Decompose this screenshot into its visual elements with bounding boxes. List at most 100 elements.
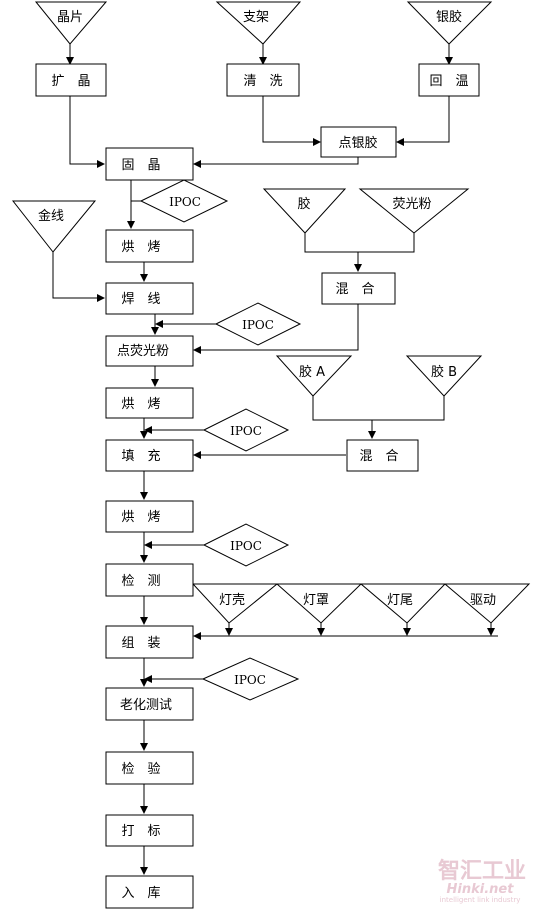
step-box bbox=[105, 387, 194, 419]
step-box bbox=[105, 282, 194, 315]
ipoc-label: IPOC bbox=[242, 318, 274, 332]
step-clean: 清 洗 bbox=[226, 63, 300, 97]
material-label: 银胶 bbox=[436, 9, 462, 25]
triangle-shape bbox=[405, 355, 483, 397]
step-label: 组 装 bbox=[121, 636, 160, 651]
step-label: 烘 烤 bbox=[121, 397, 160, 412]
step-store: 入 库 bbox=[105, 875, 194, 909]
step-rewarm: 回 温 bbox=[418, 63, 480, 97]
step-test: 检 测 bbox=[105, 563, 194, 597]
mix2-merge bbox=[312, 396, 445, 421]
material-label: 金线 bbox=[38, 208, 64, 224]
material-glue: 胶 bbox=[262, 188, 347, 234]
triangle-shape bbox=[359, 583, 447, 624]
material-label: 胶 B bbox=[431, 364, 457, 380]
step-bake-3: 烘 烤 bbox=[105, 500, 194, 533]
step-label: 清 洗 bbox=[243, 74, 282, 89]
step-mark: 打 标 bbox=[105, 814, 194, 847]
triangle-shape bbox=[191, 583, 279, 624]
ipoc-label: IPOC bbox=[169, 195, 201, 209]
step-box bbox=[105, 439, 194, 472]
material-lamp-shell: 灯壳 bbox=[191, 583, 279, 624]
step-box bbox=[105, 500, 194, 533]
step-box bbox=[105, 229, 194, 263]
step-label: 点荧光粉 bbox=[117, 344, 169, 359]
watermark-site: Hinki.net bbox=[447, 882, 515, 897]
arrow-mix1-to-phosphor bbox=[193, 304, 359, 354]
step-box bbox=[105, 687, 194, 721]
diamond-shape bbox=[202, 523, 290, 567]
ipoc-label: IPOC bbox=[230, 539, 262, 553]
step-label: 固 晶 bbox=[121, 158, 160, 173]
triangle-shape bbox=[406, 1, 493, 45]
step-mix-1: 混 合 bbox=[321, 272, 396, 305]
material-label: 驱动 bbox=[470, 593, 496, 608]
arrow-goldwire-to-wirebond bbox=[52, 252, 105, 302]
diamond-shape bbox=[202, 408, 290, 452]
material-wafer: 晶片 bbox=[34, 1, 108, 45]
triangle-shape bbox=[275, 355, 353, 397]
material-glue-a: 胶 A bbox=[275, 355, 353, 397]
material-label: 支架 bbox=[243, 10, 269, 25]
step-wire-bond: 焊 线 bbox=[105, 282, 194, 315]
step-label: 扩 晶 bbox=[51, 74, 90, 89]
step-label: 混 合 bbox=[359, 449, 398, 464]
step-label: 混 合 bbox=[335, 282, 374, 297]
step-expand: 扩 晶 bbox=[35, 63, 107, 97]
step-box bbox=[320, 126, 397, 158]
material-lamp-tail: 灯尾 bbox=[359, 583, 447, 624]
step-box bbox=[226, 63, 300, 97]
step-label: 检 验 bbox=[121, 761, 160, 777]
step-box bbox=[105, 563, 194, 597]
ipoc-label: IPOC bbox=[230, 424, 262, 438]
material-label: 荧光粉 bbox=[392, 197, 431, 212]
step-label: 填 充 bbox=[121, 448, 160, 464]
connectors bbox=[52, 44, 498, 875]
step-label: 老化测试 bbox=[120, 698, 172, 713]
step-label: 点银胶 bbox=[338, 135, 377, 151]
watermark-logo: 智汇工业 Hinki.net intelligent link industry bbox=[438, 858, 526, 904]
arrow-expand-to-diebond bbox=[69, 96, 105, 168]
material-lamp-cover: 灯罩 bbox=[275, 583, 363, 624]
arrow-dispense-to-diebond bbox=[193, 157, 359, 168]
step-box bbox=[35, 63, 107, 97]
material-phosphor: 荧光粉 bbox=[358, 188, 470, 234]
material-label: 灯尾 bbox=[387, 593, 413, 608]
step-assemble: 组 装 bbox=[105, 625, 194, 659]
triangle-shape bbox=[358, 188, 470, 234]
material-driver: 驱动 bbox=[443, 583, 531, 624]
ipoc-checkpoint-3: IPOC bbox=[202, 408, 290, 452]
step-box bbox=[105, 875, 194, 909]
step-box bbox=[105, 147, 194, 181]
ipoc-checkpoint-4: IPOC bbox=[202, 523, 290, 567]
triangle-shape bbox=[215, 1, 302, 45]
step-box bbox=[346, 439, 419, 472]
material-label: 胶 A bbox=[299, 364, 325, 380]
step-fill: 填 充 bbox=[105, 439, 194, 472]
triangle-shape bbox=[11, 200, 97, 253]
ipoc-checkpoint-2: IPOC bbox=[214, 302, 302, 346]
step-box bbox=[105, 814, 194, 847]
material-label: 胶 bbox=[297, 196, 310, 212]
step-inspect: 检 验 bbox=[105, 751, 194, 785]
material-bracket: 支架 bbox=[215, 1, 302, 45]
ipoc-checkpoint-1: IPOC bbox=[139, 179, 229, 223]
ipoc-label: IPOC bbox=[234, 673, 266, 687]
ipoc-checkpoint-5: IPOC bbox=[201, 657, 300, 701]
step-mix-2: 混 合 bbox=[346, 439, 419, 472]
step-dispense-phosphor: 点荧光粉 bbox=[105, 335, 194, 367]
step-dispense-silver: 点银胶 bbox=[320, 126, 397, 158]
step-box bbox=[321, 272, 396, 305]
triangle-shape bbox=[275, 583, 363, 624]
step-label: 烘 烤 bbox=[121, 240, 160, 255]
diamond-shape bbox=[139, 179, 229, 223]
triangle-shape bbox=[34, 1, 108, 45]
watermark-tagline: intelligent link industry bbox=[440, 896, 521, 904]
triangle-shape bbox=[443, 583, 531, 624]
step-label: 入 库 bbox=[121, 885, 160, 901]
mix1-merge bbox=[304, 233, 415, 253]
step-bake-2: 烘 烤 bbox=[105, 387, 194, 419]
step-box bbox=[105, 751, 194, 785]
step-label: 检 测 bbox=[121, 574, 160, 589]
